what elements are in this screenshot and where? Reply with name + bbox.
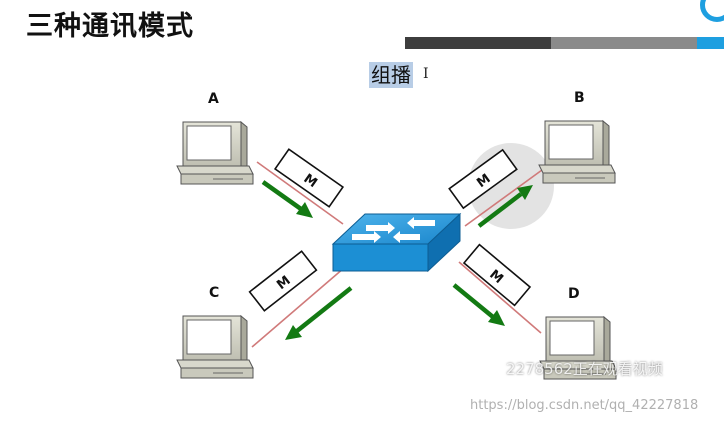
arrow-icon (261, 180, 313, 218)
header-bar-accent (697, 37, 724, 49)
computer-icon (538, 120, 616, 184)
node-label-b: B (574, 90, 585, 106)
arrow-icon (285, 286, 353, 340)
link-d-switch (458, 261, 542, 334)
link-c-switch (251, 267, 345, 348)
text-cursor-icon: I (423, 66, 429, 82)
packet-a (273, 148, 345, 208)
logo-icon (700, 0, 724, 22)
arrow-icon (477, 185, 533, 228)
packet-b (448, 148, 518, 210)
link-a-switch (256, 161, 344, 225)
url-watermark: https://blog.csdn.net/qq_42227818 (470, 398, 699, 413)
network-switch-icon (331, 212, 462, 273)
packet-d (462, 243, 532, 307)
computer-icon (176, 121, 254, 185)
link-b-switch (464, 169, 543, 227)
packet-c (248, 250, 318, 312)
node-label-d: D (568, 286, 580, 302)
node-label-a: A (208, 91, 219, 107)
node-label-c: C (209, 285, 220, 301)
computer-icon (176, 315, 254, 379)
arrow-icon (452, 283, 505, 326)
header-bar-gray (551, 37, 697, 49)
viewer-watermark: 2278562正在观看视频 (506, 360, 663, 378)
page-title: 三种通讯模式 (26, 11, 194, 42)
header-bar-dark (405, 37, 551, 49)
diagram-subtitle: 组播 (369, 62, 413, 88)
